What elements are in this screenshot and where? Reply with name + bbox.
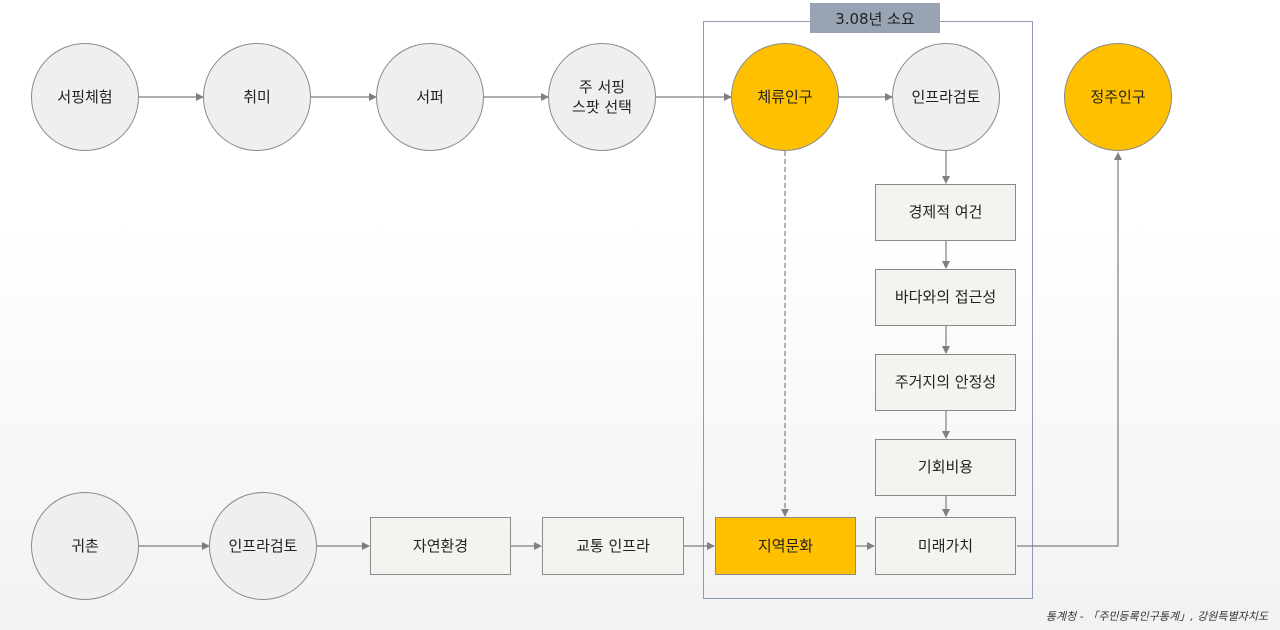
- node-return-farm: 귀촌: [31, 492, 139, 600]
- node-hobby: 취미: [203, 43, 311, 151]
- node-surf-experience: 서핑체험: [31, 43, 139, 151]
- node-economic-conditions: 경제적 여건: [875, 184, 1016, 241]
- node-housing-stability: 주거지의 안정성: [875, 354, 1016, 411]
- node-stay-population: 체류인구: [731, 43, 839, 151]
- node-infra-review-top: 인프라검토: [892, 43, 1000, 151]
- source-note: 통계청 - 「주민등록인구통계」, 강원특별자치도: [1045, 610, 1268, 623]
- duration-label: 3.08년 소요: [810, 3, 940, 33]
- edge-future-settle: [1017, 152, 1122, 547]
- node-opportunity-cost: 기회비용: [875, 439, 1016, 496]
- node-local-culture: 지역문화: [715, 517, 856, 575]
- node-surfer: 서퍼: [376, 43, 484, 151]
- node-infra-review-bottom: 인프라검토: [209, 492, 317, 600]
- node-spot-select: 주 서핑 스팟 선택: [548, 43, 656, 151]
- node-future-value: 미래가치: [875, 517, 1016, 575]
- node-transport-infra: 교통 인프라: [542, 517, 684, 575]
- node-settle-population: 정주인구: [1064, 43, 1172, 151]
- node-sea-access: 바다와의 접근성: [875, 269, 1016, 326]
- node-nature-env: 자연환경: [370, 517, 511, 575]
